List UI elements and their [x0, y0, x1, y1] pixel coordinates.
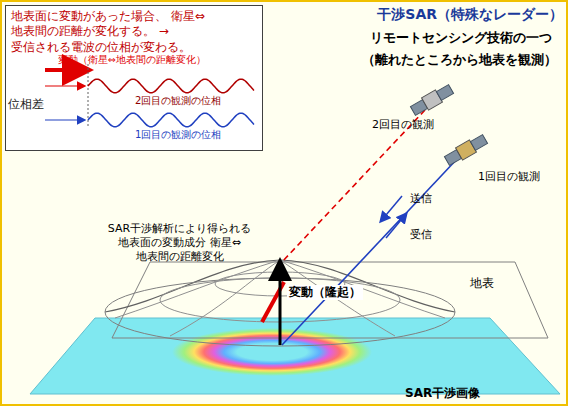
fringe-rings [172, 328, 372, 376]
mound-grid [115, 260, 445, 346]
phase-guide [88, 64, 89, 128]
title: 干渉SAR（特殊なレーダー） [377, 6, 563, 24]
observation-label: 2回目の観測 [372, 118, 434, 132]
ground-plane [112, 262, 548, 338]
shift-arrow [45, 68, 86, 72]
send-arrow [381, 196, 402, 221]
wave-label: 2回目の観測の位相 [135, 95, 221, 108]
wave-arrow [45, 85, 84, 86]
send-label: 送信 [410, 192, 432, 206]
sar-image-plane [30, 318, 560, 394]
first-phase-wave [88, 113, 254, 127]
shift-label: 変動（衛星⇔地表間の距離変化） [58, 54, 206, 66]
ground-label: 地表 [470, 276, 494, 291]
analysis-note: SAR干渉解析により得られる 地表面の変動成分 衛星⇔地表間の距離変化 [92, 222, 267, 263]
wave-label: 1回目の観測の位相 [135, 129, 221, 142]
subtitle: （離れたところから地表を観測） [362, 52, 557, 68]
subtitle: リモートセンシング技術の一つ [370, 30, 552, 46]
uplift-arrow [279, 266, 282, 345]
note-ground [5, 5, 263, 151]
satellite [443, 133, 488, 167]
note-box: 地表面に変動があった場合、 衛星⇔地表間の距離が変化する。 →受信される電波の位… [5, 5, 263, 151]
satellite [409, 83, 454, 117]
note-text: 地表面に変動があった場合、 衛星⇔地表間の距離が変化する。 →受信される電波の位… [11, 9, 257, 55]
receive-arrow [386, 214, 406, 238]
receive-label: 受信 [410, 228, 432, 242]
wave-arrow [45, 119, 84, 120]
second-beam [282, 110, 425, 262]
first-beam [282, 158, 458, 345]
phase-difference-label: 位相差 [8, 97, 44, 112]
uplift-label: 変動（隆起） [287, 285, 363, 300]
observation-label: 1回目の観測 [478, 170, 540, 184]
image-label: SAR干渉画像 [405, 386, 480, 401]
second-phase-wave [88, 79, 254, 93]
